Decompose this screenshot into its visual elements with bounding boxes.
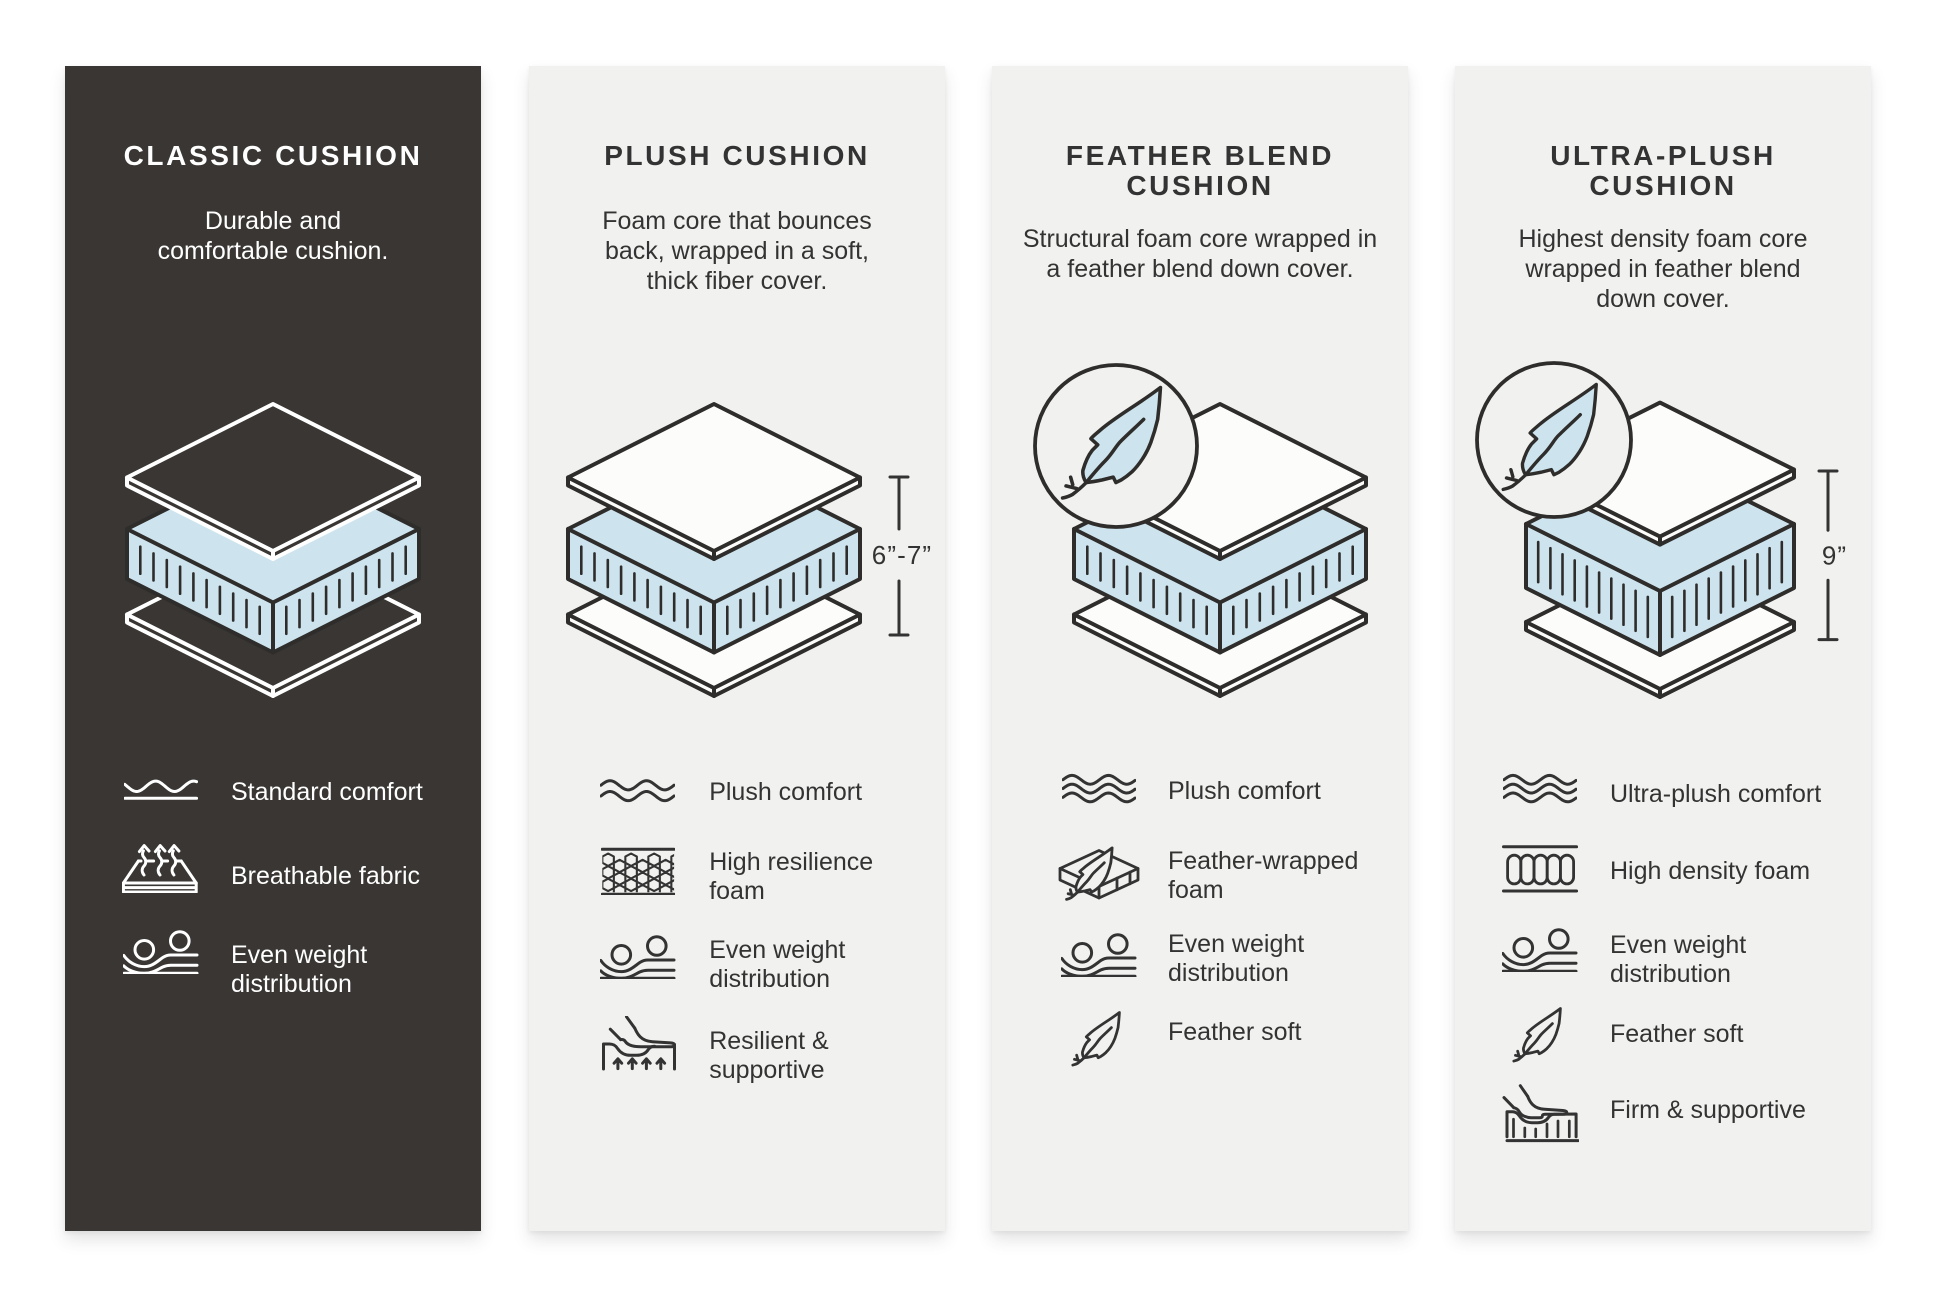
svg-text:9”: 9” bbox=[1821, 540, 1846, 570]
svg-text:6”-7”: 6”-7” bbox=[872, 540, 932, 570]
